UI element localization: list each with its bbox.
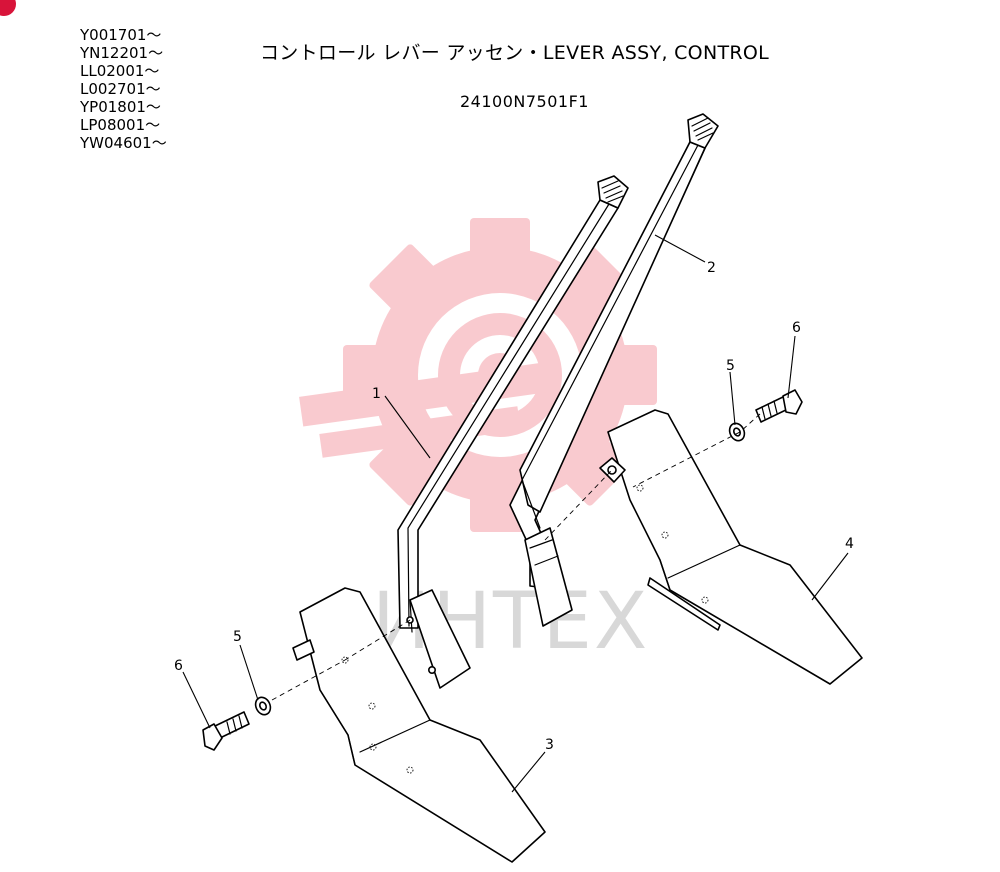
callout-4: 4 — [845, 536, 854, 552]
pedal-right — [599, 409, 863, 685]
serial-range: L002701～ — [80, 80, 161, 98]
corner-badge — [0, 0, 16, 16]
gear-watermark-logo — [299, 218, 657, 532]
callout-2: 2 — [707, 260, 716, 276]
serial-range: YN12201～ — [80, 44, 164, 62]
serial-range: YW04601～ — [80, 134, 167, 152]
pedal-left — [292, 587, 546, 863]
serial-range: LL02001～ — [80, 62, 160, 80]
callout-1: 1 — [372, 386, 381, 402]
serial-range: YP01801～ — [80, 98, 161, 116]
callout-6-left: 6 — [174, 658, 183, 674]
bolt-left — [202, 711, 250, 751]
callout-6-right: 6 — [792, 320, 801, 336]
serial-range: LP08001～ — [80, 116, 161, 134]
control-lever-left — [397, 175, 629, 689]
callout-5-left: 5 — [233, 629, 242, 645]
control-lever-right — [509, 113, 719, 627]
page-title: コントロール レバー アッセン・LEVER ASSY, CONTROL — [260, 42, 769, 64]
serial-range: Y001701～ — [80, 26, 162, 44]
bolt-right — [755, 389, 803, 423]
callout-3: 3 — [545, 737, 554, 753]
serial-range-list: Y001701～ YN12201～ LL02001～ L002701～ YP01… — [80, 26, 167, 152]
part-number: 24100N7501F1 — [460, 92, 589, 111]
washer-left — [254, 696, 272, 716]
washer-right — [728, 422, 746, 442]
callout-5-right: 5 — [726, 358, 735, 374]
